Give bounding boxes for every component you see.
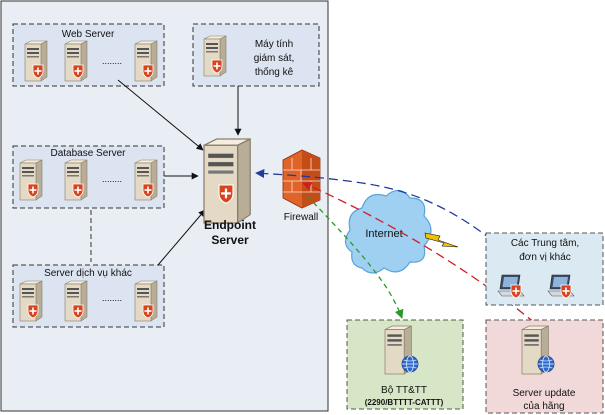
firewall-label: Firewall [284, 212, 318, 223]
server-icon [64, 159, 88, 201]
ministry-label-line2: (2290/BTTTT-CATTT) [365, 398, 444, 407]
monitoring-group: Máy tính giám sát, thống kê [192, 23, 320, 87]
database-server-label: Database Server [50, 148, 126, 159]
server-icon [64, 280, 88, 322]
centers-label-line1: Các Trung tâm, [511, 238, 579, 249]
ministry-label-line1: Bộ TT&TT [381, 385, 427, 396]
server-icon [64, 40, 88, 82]
database-server-group: Database Server ........ [12, 145, 165, 209]
other-server-label: Server dịch vụ khác [44, 268, 132, 279]
endpoint-label-line1: Endpoint [204, 218, 256, 232]
globe-icon [401, 355, 419, 373]
vendor-update-group: Server update của hãng [485, 319, 604, 414]
globe-icon [537, 355, 555, 373]
vendor-label-line1: Server update [513, 388, 576, 399]
lightning-icon [424, 232, 459, 248]
server-icon [134, 40, 158, 82]
monitor-label-line3: thống kê [255, 66, 294, 78]
endpoint-server [202, 137, 252, 225]
web-server-label: Web Server [62, 29, 115, 40]
ellipsis: ........ [102, 293, 122, 303]
server-icon [134, 280, 158, 322]
monitor-label-line2: giám sát, [254, 53, 295, 64]
monitor-label-line1: Máy tính [255, 39, 293, 50]
server-icon [203, 35, 227, 77]
endpoint-label-line2: Server [211, 233, 249, 247]
internet-label: Internet [365, 228, 402, 240]
centers-label-line2: đơn vị khác [519, 252, 571, 263]
ministry-group: Bộ TT&TT (2290/BTTTT-CATTT) [346, 319, 464, 410]
ellipsis: ........ [102, 174, 122, 184]
server-icon [24, 40, 48, 82]
server-icon [134, 159, 158, 201]
ellipsis: ........ [102, 56, 122, 66]
other-centers-group: Các Trung tâm, đơn vị khác [485, 232, 604, 306]
server-icon [202, 137, 252, 225]
other-server-group: Server dịch vụ khác ........ [12, 264, 165, 328]
vendor-label-line2: của hãng [523, 400, 564, 412]
web-server-group: Web Server ........ [12, 23, 165, 87]
shield-icon [218, 184, 234, 204]
firewall-icon [282, 149, 321, 209]
server-icon [19, 159, 43, 201]
internal-links [117, 79, 242, 266]
server-icon [19, 280, 43, 322]
